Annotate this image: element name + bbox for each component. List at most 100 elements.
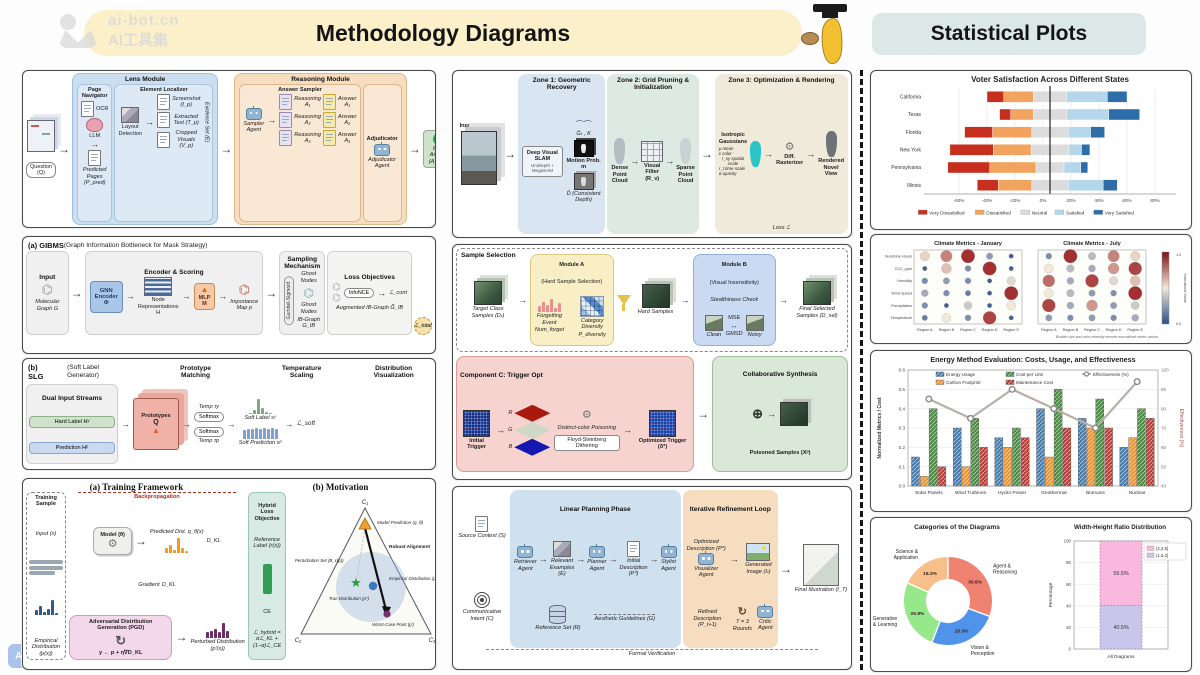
flame-icon (152, 427, 160, 435)
energy-bar (1036, 408, 1045, 487)
x-category: All Diagrams (1107, 654, 1135, 660)
noisy-image-icon (745, 314, 764, 331)
bubble (1130, 251, 1141, 262)
statistical-banner: Statistical Plots (872, 13, 1146, 55)
pie-label: & Learning (873, 622, 897, 628)
bubble (1109, 276, 1119, 286)
pie-label: Vision & (971, 645, 990, 651)
watermark-logo-icon (58, 14, 100, 48)
robust-alignment-label: Robust Alignment (389, 544, 431, 550)
component-c-box: Component C: Trigger Opt Initial Trigger… (456, 356, 695, 472)
bar-segment (989, 161, 1037, 174)
arrow-icon: → (267, 114, 277, 125)
softmax-node: Softmax (194, 411, 224, 422)
hybrid-loss-box: Hybrid Loss Objective Reference Label (r… (247, 492, 287, 660)
arrow-icon: → (767, 408, 777, 419)
pie-label: Agent & (993, 564, 1011, 570)
answer-doc-icon (322, 130, 336, 147)
bar-segment (993, 144, 1032, 156)
gear-icon (108, 539, 118, 550)
gibms-loss-section: Loss Objectives ⌬⌬ InfoNCE → ℒ_cont Augm… (327, 251, 412, 335)
slam-node: Deep Visual SLAM UniDepth + MegaSAM (522, 145, 563, 178)
pie-pct: 25.8% (911, 611, 926, 617)
input-bars-icon (29, 560, 63, 576)
empirical-histogram (34, 599, 58, 615)
energy-bar (928, 408, 938, 487)
mini-bar (218, 632, 222, 639)
legend-swatch (1146, 545, 1155, 551)
y-label: Normalized Metrics / Cost (877, 397, 883, 458)
y2-tick: 90 (1161, 387, 1167, 392)
mini-bar (266, 429, 270, 439)
initial-description-icon (627, 541, 641, 558)
mini-bar (252, 410, 256, 415)
y-tick: 0.3 (899, 426, 906, 431)
graph-pair-icon: ⌬⌬ (332, 282, 341, 305)
oplus-icon (752, 406, 763, 422)
y-tick: 0.1 (899, 464, 906, 469)
legend-box (1143, 542, 1187, 561)
energy-bar (1095, 398, 1104, 487)
energy-bar (961, 466, 971, 487)
y-tick: 0 (1069, 647, 1072, 652)
vertex-label: C₂ (295, 638, 302, 644)
mini-bar (34, 610, 38, 615)
bubble (987, 303, 993, 308)
clean-image-icon (704, 314, 723, 331)
effectiveness-marker (1008, 385, 1016, 393)
energy-bar (1086, 427, 1096, 487)
legend-swatch (1005, 379, 1015, 385)
screenshot-icon (157, 94, 171, 111)
examples-icon (552, 541, 571, 558)
soft-label-histogram (248, 399, 272, 415)
pie-pct: 18.3% (923, 571, 938, 577)
arrow-icon: → (182, 418, 191, 429)
gibms-encoder-section: Encoder & Scoring GNN Encoder Φ → Node R… (84, 251, 264, 335)
col-label: Region D (982, 328, 998, 332)
panel-gibms: (a) GIBMS (Graph Information Bottleneck … (22, 236, 436, 354)
ratio-chart: Width-Height Ratio Distribution020406080… (1048, 524, 1187, 660)
rendered-view-icon (825, 131, 837, 158)
energy-bar (1077, 418, 1087, 487)
energy-bar (1128, 437, 1137, 487)
bubble (963, 301, 973, 310)
mini-bar (274, 428, 278, 439)
bubble (964, 277, 972, 285)
col-label: Region D (1106, 328, 1122, 332)
final-answer-box: Final Answer (A_final) (422, 129, 435, 169)
question-node: Question (Q) (26, 162, 57, 178)
gibms-input-section: Input ⌬ Molecular Graph G (26, 251, 69, 335)
bubble (1066, 289, 1075, 298)
y-tick: 0.0 (899, 484, 906, 489)
state-label: Illinois (907, 183, 921, 189)
element-localizer: Element Localizer Layout Detection → Scr… (114, 84, 214, 222)
llm-icon (86, 117, 104, 132)
state-label: Texas (908, 112, 922, 118)
bar-segment (1067, 179, 1104, 191)
pie-label: Science & (896, 549, 919, 555)
soft-loss-label: ℒ_soft (296, 420, 316, 428)
bubble (1008, 315, 1014, 321)
panel-agents: Source Context (S) Communicative Intent … (452, 486, 852, 670)
final-samples-icon (803, 281, 831, 306)
bubble (1131, 301, 1140, 310)
layout-detection-icon (121, 107, 140, 124)
true-distribution-star: ★ (350, 575, 362, 590)
reference-bar-icon (262, 564, 272, 595)
x-tick: -20% (1010, 198, 1021, 203)
energy-bar (920, 476, 929, 487)
state-label: California (900, 94, 921, 100)
mini-bar (270, 428, 274, 439)
ratio-segment (1099, 540, 1143, 606)
pages-doc-icon (88, 150, 102, 167)
bubble (1088, 252, 1096, 261)
bar-segment (1107, 91, 1128, 103)
mini-bar (42, 611, 46, 615)
module-b: Module B (Visual Insensitivity) Stealthi… (692, 254, 776, 346)
pie-slice (932, 607, 990, 645)
voter-title: Voter Satisfaction Across Different Stat… (971, 75, 1129, 84)
